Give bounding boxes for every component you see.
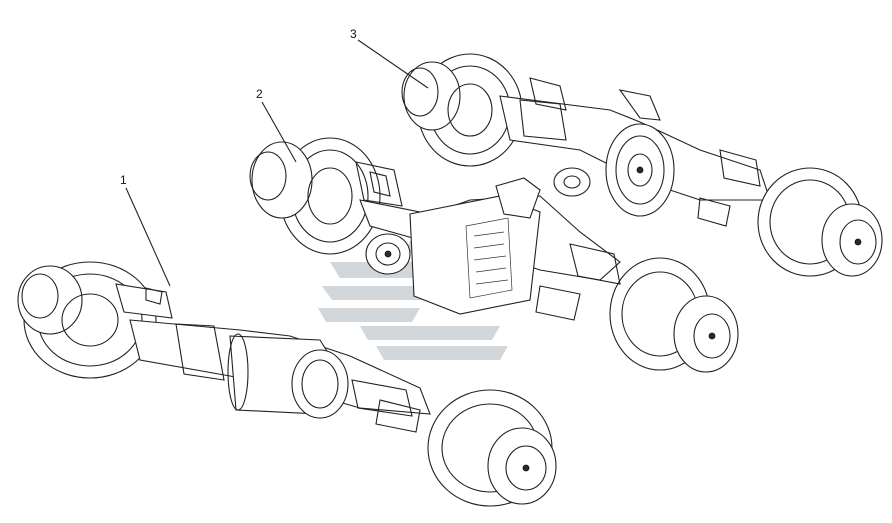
axle-2-drawing <box>249 137 739 373</box>
callout-1-label: 1 <box>120 173 127 187</box>
callout-3-leader <box>357 39 429 89</box>
callout-2-label: 2 <box>256 87 263 101</box>
axle-1-drawing <box>17 261 557 507</box>
callout-3-label: 3 <box>350 27 357 41</box>
axle-3-drawing <box>401 53 883 277</box>
callout-1-leader <box>125 187 171 287</box>
callout-leaders <box>125 39 429 287</box>
callout-2-leader <box>261 101 297 163</box>
